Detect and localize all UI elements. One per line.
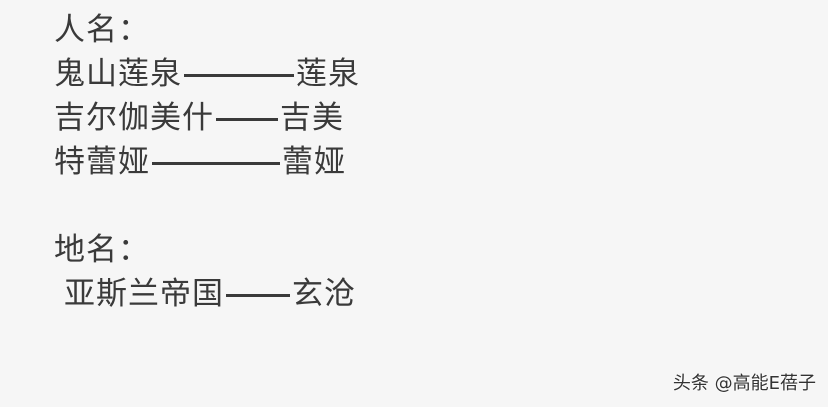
dash-separator: [184, 73, 294, 77]
name-entry: 鬼山莲泉 莲泉: [54, 52, 360, 96]
original-name: 亚斯兰帝国: [64, 276, 224, 312]
heading-text: 人名：: [54, 12, 150, 48]
original-name: 吉尔伽美什: [54, 100, 214, 136]
section-heading-places: 地名：: [54, 228, 360, 272]
short-name: 蕾娅: [282, 144, 346, 180]
place-entry: 亚斯兰帝国 玄沧: [54, 272, 360, 316]
heading-text: 地名：: [54, 232, 150, 268]
dash-separator: [216, 117, 278, 121]
dash-separator: [152, 161, 280, 165]
spacer: [54, 184, 360, 228]
dash-separator: [226, 293, 290, 297]
original-name: 特蕾娅: [54, 144, 150, 180]
section-heading-names: 人名：: [54, 8, 360, 52]
short-name: 吉美: [280, 100, 344, 136]
watermark: 头条 @高能E蓓子: [672, 373, 816, 394]
name-entry: 吉尔伽美什 吉美: [54, 96, 360, 140]
name-entry: 特蕾娅 蕾娅: [54, 140, 360, 184]
original-name: 鬼山莲泉: [54, 56, 182, 92]
short-name: 莲泉: [296, 56, 360, 92]
note-content: 人名： 鬼山莲泉 莲泉 吉尔伽美什 吉美 特蕾娅 蕾娅 地名： 亚斯兰帝国 玄沧: [54, 8, 360, 316]
short-name: 玄沧: [292, 276, 356, 312]
